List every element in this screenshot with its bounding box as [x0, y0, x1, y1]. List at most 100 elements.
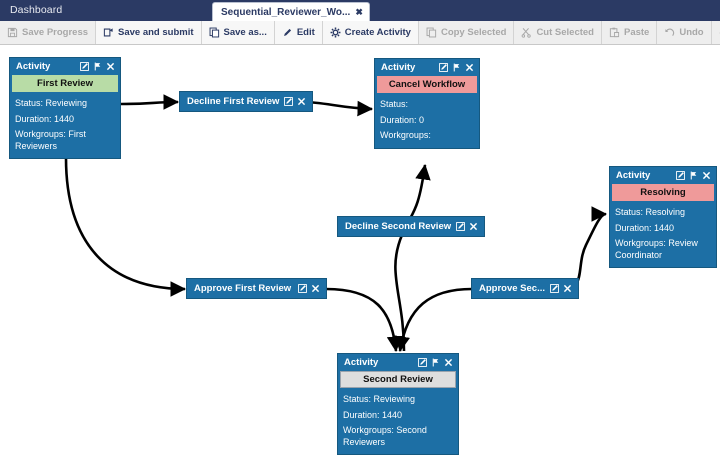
- button-label: Edit: [296, 27, 315, 38]
- transition-icons: [284, 97, 306, 106]
- transition-label: Decline Second Review: [345, 221, 452, 232]
- edge-first-review-to-approve-first: [64, 157, 187, 297]
- node-duration-row: Duration: 1440: [615, 222, 675, 233]
- close-icon[interactable]: [444, 358, 453, 367]
- close-icon[interactable]: [702, 171, 711, 180]
- workflow-canvas[interactable]: Activity First Review Status: Reviewing …: [0, 45, 720, 456]
- close-icon[interactable]: ✖: [355, 6, 363, 17]
- scissors-icon: [521, 27, 532, 38]
- flag-icon[interactable]: [689, 171, 698, 180]
- edit-icon[interactable]: [80, 61, 89, 71]
- transition-decline-first-review[interactable]: Decline First Review: [179, 91, 314, 112]
- button-label: Cut Selected: [536, 27, 594, 38]
- transition-icons: [550, 284, 572, 293]
- copy-icon: [426, 27, 437, 38]
- transition-label: Approve First Review: [194, 283, 292, 294]
- close-icon[interactable]: [297, 97, 306, 106]
- button-label: Paste: [623, 27, 650, 38]
- redo-button[interactable]: Redo: [711, 21, 720, 44]
- node-header-icons: [439, 62, 474, 72]
- breadcrumb: Dashboard: [10, 4, 63, 16]
- close-icon[interactable]: [465, 63, 474, 72]
- edit-icon[interactable]: [456, 222, 466, 231]
- flag-icon[interactable]: [452, 63, 461, 72]
- activity-node-second-review[interactable]: Activity Second Review Status: Reviewing…: [337, 353, 459, 455]
- node-duration-row: Duration: 0: [380, 114, 425, 125]
- pencil-icon: [282, 27, 293, 38]
- paste-button[interactable]: Paste: [601, 21, 658, 44]
- node-workgroups-row: Workgroups:: [380, 130, 431, 140]
- edit-button[interactable]: Edit: [274, 21, 323, 44]
- node-header-label: Activity: [344, 356, 379, 368]
- close-icon[interactable]: [563, 284, 572, 293]
- transition-icons: [456, 222, 478, 231]
- node-header: Activity: [375, 59, 479, 75]
- node-status-row: Status: Resolving: [615, 207, 686, 217]
- button-label: Create Activity: [344, 27, 411, 38]
- node-header-icons: [80, 61, 115, 71]
- activity-node-cancel-workflow[interactable]: Activity Cancel Workflow Status: Duratio…: [374, 58, 480, 149]
- node-body: Status: Reviewing Duration: 1440 Workgro…: [338, 390, 458, 454]
- flag-icon[interactable]: [431, 358, 440, 367]
- undo-button[interactable]: Undo: [657, 21, 712, 44]
- copy-icon: [209, 27, 220, 38]
- submit-icon: [103, 27, 114, 38]
- node-status-row: Status:: [380, 99, 409, 109]
- close-icon[interactable]: [469, 222, 478, 231]
- button-label: Undo: [679, 27, 704, 38]
- save-icon: [7, 27, 18, 38]
- clipboard-icon: [609, 27, 620, 38]
- edit-icon[interactable]: [418, 357, 427, 367]
- close-icon[interactable]: [311, 284, 320, 293]
- edit-icon[interactable]: [284, 97, 294, 106]
- edit-icon[interactable]: [439, 62, 448, 72]
- node-title[interactable]: First Review: [12, 75, 118, 92]
- edit-icon[interactable]: [298, 284, 307, 293]
- save-as-button[interactable]: Save as...: [201, 21, 275, 44]
- node-body: Status: Reviewing Duration: 1440 Workgro…: [10, 94, 120, 158]
- create-activity-button[interactable]: Create Activity: [322, 21, 419, 44]
- transition-approve-first-review[interactable]: Approve First Review: [186, 278, 327, 299]
- transition-approve-second-review[interactable]: Approve Sec...: [471, 278, 579, 299]
- node-title[interactable]: Cancel Workflow: [377, 76, 477, 93]
- node-workgroups-row: Workgroups: Review Coordinator: [615, 238, 698, 260]
- node-workgroups-row: Workgroups: First Reviewers: [15, 129, 86, 151]
- flag-icon[interactable]: [93, 62, 102, 71]
- button-label: Copy Selected: [440, 27, 507, 38]
- node-header: Activity: [338, 354, 458, 370]
- edge-first-review-to-decline-first: [120, 94, 180, 110]
- node-body: Status: Resolving Duration: 1440 Workgro…: [610, 203, 716, 267]
- cut-selected-button[interactable]: Cut Selected: [514, 21, 602, 44]
- edge-decline-second-to-cancel: [394, 163, 431, 352]
- button-label: Save Progress: [22, 27, 89, 38]
- node-header-icons: [418, 357, 453, 367]
- node-header-label: Activity: [16, 60, 51, 72]
- save-progress-button[interactable]: Save Progress: [0, 21, 97, 44]
- edge-approve-first-to-second-review: [325, 287, 403, 353]
- button-label: Save and submit: [118, 27, 194, 38]
- close-icon[interactable]: [106, 62, 115, 71]
- document-tab[interactable]: Sequential_Reviewer_Wo... ✖: [212, 2, 370, 21]
- save-and-submit-button[interactable]: Save and submit: [96, 21, 202, 44]
- activity-node-resolving[interactable]: Activity Resolving Status: Resolving Dur…: [609, 166, 717, 268]
- node-header: Activity: [610, 167, 716, 183]
- node-header-label: Activity: [616, 169, 651, 181]
- transition-decline-second-review[interactable]: Decline Second Review: [337, 216, 486, 237]
- gear-icon: [330, 27, 341, 38]
- node-status-row: Status: Reviewing: [15, 98, 88, 108]
- button-label: Save as...: [223, 27, 267, 38]
- edit-icon[interactable]: [550, 284, 559, 293]
- node-header-label: Activity: [381, 61, 416, 73]
- node-header: Activity: [10, 58, 120, 74]
- edit-icon[interactable]: [676, 170, 685, 180]
- transition-label: Approve Sec...: [479, 283, 545, 294]
- node-title[interactable]: Resolving: [612, 184, 714, 201]
- node-duration-row: Duration: 1440: [343, 409, 403, 420]
- node-title[interactable]: Second Review: [340, 371, 456, 388]
- node-body: Status: Duration: 0 Workgroups:: [375, 95, 479, 148]
- copy-selected-button[interactable]: Copy Selected: [418, 21, 515, 44]
- activity-node-first-review[interactable]: Activity First Review Status: Reviewing …: [9, 57, 121, 159]
- node-workgroups-row: Workgroups: Second Reviewers: [343, 425, 427, 447]
- node-duration-row: Duration: 1440: [15, 113, 75, 124]
